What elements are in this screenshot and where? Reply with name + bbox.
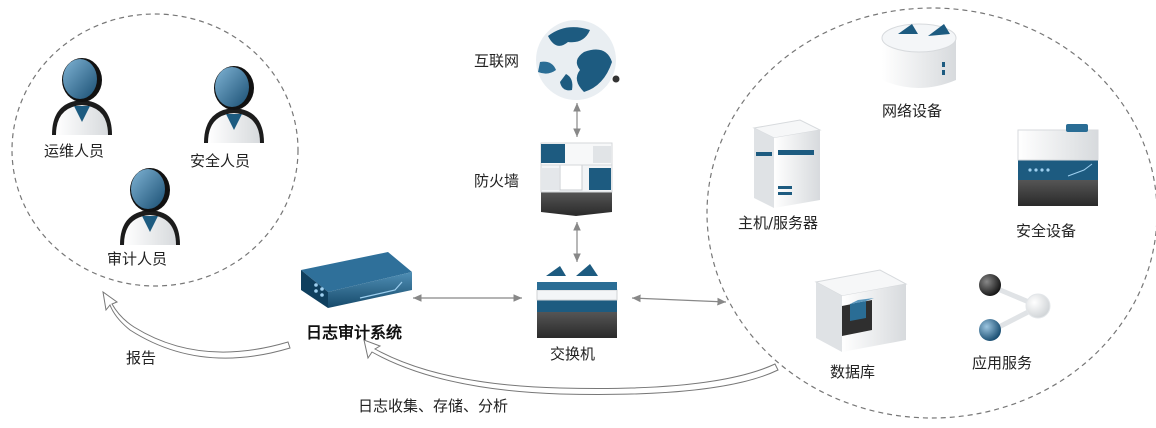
auditor-label: 审计人员 <box>107 250 168 268</box>
log-audit-system-label: 日志审计系统 <box>306 323 403 342</box>
firewall-icon <box>540 142 613 216</box>
personnel-group-outline <box>11 13 299 287</box>
server-icon <box>752 119 822 208</box>
security-staff-icon <box>204 66 264 143</box>
app-service-icon <box>979 274 1051 341</box>
network-device-label: 网络设备 <box>882 102 943 120</box>
firewall-label: 防火墙 <box>474 172 520 190</box>
switch-label: 交换机 <box>550 345 596 363</box>
ops-staff-label: 运维人员 <box>44 142 105 160</box>
security-staff-label: 安全人员 <box>190 152 251 170</box>
internet-label: 互联网 <box>474 52 520 70</box>
report-label: 报告 <box>126 349 157 367</box>
switch-icon <box>536 264 618 338</box>
globe-icon <box>536 20 620 100</box>
auditor-icon <box>120 168 180 245</box>
network-device-icon <box>881 23 957 88</box>
log-collection-arrow <box>363 339 779 395</box>
log-audit-system-icon <box>301 252 412 308</box>
ops-staff-icon <box>52 58 112 135</box>
report-arrow <box>102 290 291 359</box>
switch-devices-connector <box>631 294 727 306</box>
security-device-label: 安全设备 <box>1016 222 1077 240</box>
log-flow-label: 日志收集、存储、分析 <box>358 397 509 415</box>
database-icon <box>814 269 908 352</box>
security-device-icon <box>1017 124 1099 206</box>
app-service-label: 应用服务 <box>972 354 1033 372</box>
devices-group-outline <box>706 7 1156 419</box>
host-server-label: 主机/服务器 <box>738 214 819 232</box>
database-label: 数据库 <box>830 363 876 381</box>
